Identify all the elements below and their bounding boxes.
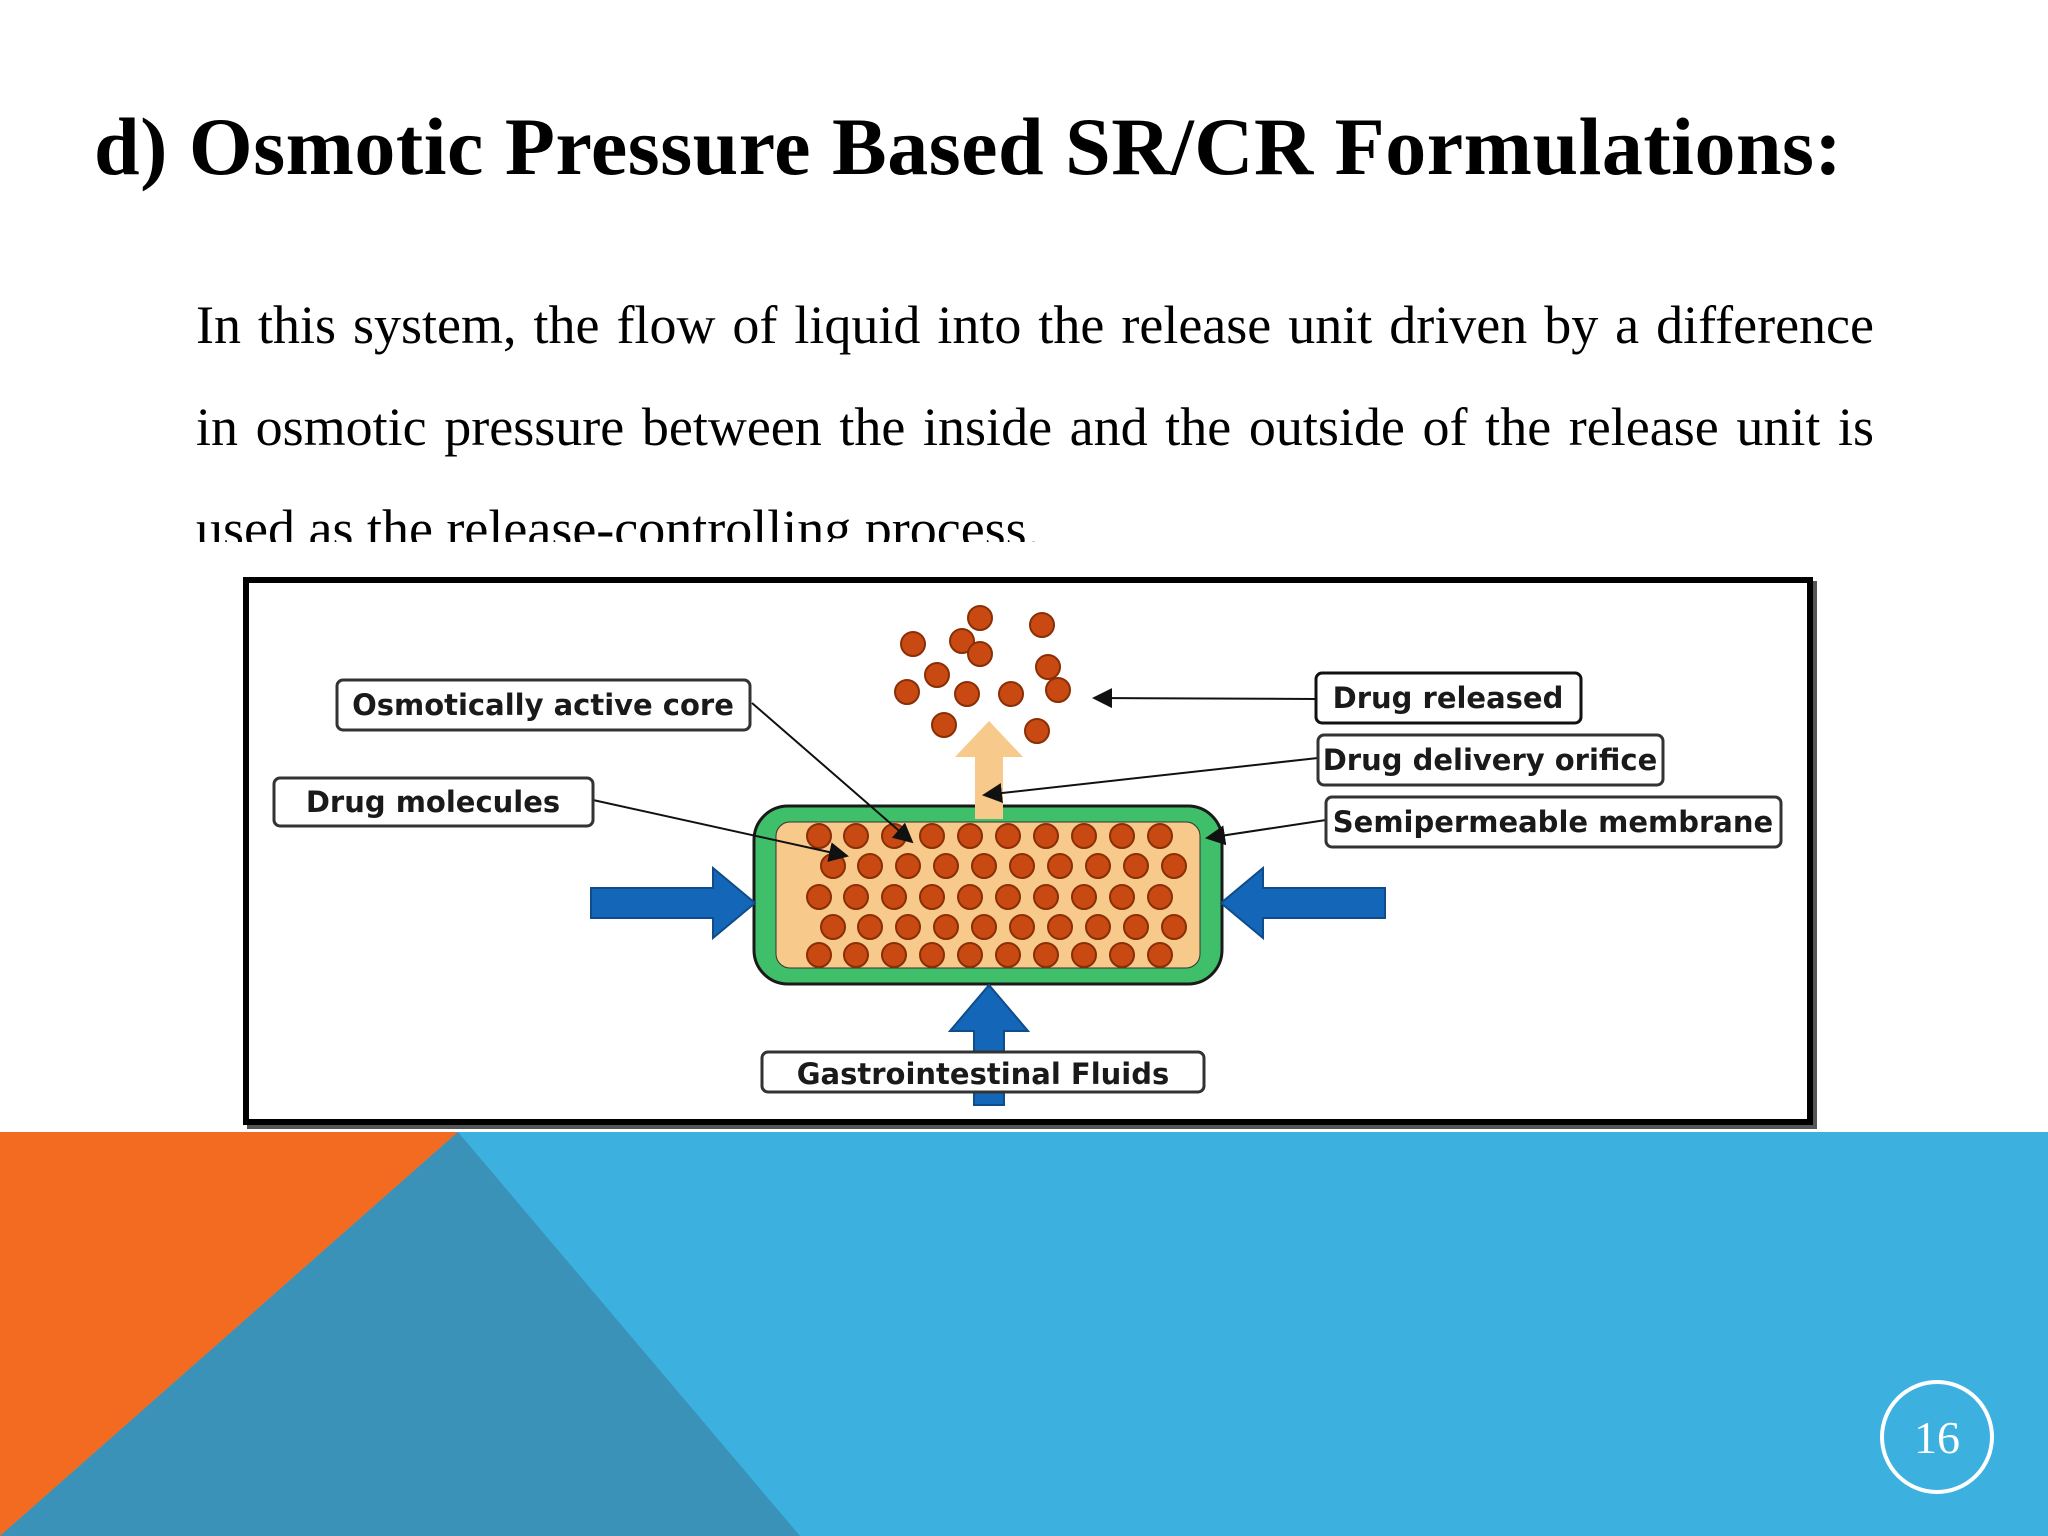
drug-molecule (1009, 853, 1035, 879)
drug-molecule (1045, 677, 1071, 703)
label-osmotic-core-text: Osmotically active core (352, 688, 734, 722)
drug-molecule (857, 853, 883, 879)
drug-molecule (806, 884, 832, 910)
osmotic-core-shape (775, 821, 1201, 969)
drug-molecule (1033, 942, 1059, 968)
drug-molecule (971, 914, 997, 940)
leader-drug-molecules (592, 799, 849, 862)
drug-molecule (820, 914, 846, 940)
drug-molecule (1085, 914, 1111, 940)
drug-molecule (1071, 942, 1097, 968)
drug-molecule (919, 884, 945, 910)
label-membrane-text: Semipermeable membrane (1333, 805, 1773, 839)
drug-molecule (957, 823, 983, 849)
drug-molecule (971, 853, 997, 879)
drug-molecule (806, 823, 832, 849)
label-drug-molecules-text: Drug molecules (306, 785, 560, 819)
drug-molecule (954, 681, 980, 707)
drug-molecule (1071, 823, 1097, 849)
drug-molecule (998, 681, 1024, 707)
body-paragraph: In this system, the flow of liquid into … (196, 295, 1874, 542)
slide-title: d) Osmotic Pressure Based SR/CR Formulat… (94, 101, 1843, 192)
drug-molecule (995, 942, 1021, 968)
drug-molecule (1109, 884, 1135, 910)
drug-molecule (1009, 914, 1035, 940)
drug-molecule (900, 631, 926, 657)
drug-molecule (1047, 914, 1073, 940)
drug-molecule (967, 605, 993, 631)
drug-molecule (1161, 914, 1187, 940)
drug-molecule (1123, 853, 1149, 879)
drug-molecule (895, 853, 921, 879)
footer-band (0, 1132, 2048, 1536)
drug-release-arrow (955, 721, 1023, 819)
drug-molecule (967, 641, 993, 667)
drug-molecule (1071, 884, 1097, 910)
drug-molecule (1109, 823, 1135, 849)
label-delivery-orifice: Drug delivery orifice (1316, 733, 1665, 787)
left-fluid-arrow (590, 865, 757, 941)
right-fluid-arrow (1219, 865, 1386, 941)
drug-molecule (1147, 823, 1173, 849)
drug-molecule (1029, 612, 1055, 638)
drug-molecule (843, 942, 869, 968)
leader-drug-released (1092, 688, 1317, 709)
label-drug-molecules: Drug molecules (272, 776, 595, 828)
drug-molecule (1033, 884, 1059, 910)
drug-molecule (933, 914, 959, 940)
drug-molecule (919, 823, 945, 849)
osmotic-system-diagram: Osmotically active core Drug molecules D… (243, 577, 1813, 1125)
drug-molecule (843, 823, 869, 849)
footer-steel-triangle (0, 1132, 800, 1536)
drug-molecule (1161, 853, 1187, 879)
drug-molecule (1085, 853, 1111, 879)
drug-molecule (843, 884, 869, 910)
diagram-canvas: Osmotically active core Drug molecules D… (272, 605, 1783, 1106)
page-number: 16 (1914, 1411, 1960, 1463)
drug-molecule (1035, 654, 1061, 680)
drug-molecule (1123, 914, 1149, 940)
drug-molecule (933, 853, 959, 879)
drug-molecule (919, 942, 945, 968)
drug-molecule (820, 853, 846, 879)
label-membrane: Semipermeable membrane (1324, 795, 1783, 849)
drug-molecule (1147, 942, 1173, 968)
drug-molecule (1109, 942, 1135, 968)
label-gi-fluids-text: Gastrointestinal Fluids (797, 1057, 1170, 1091)
core-drug-molecules (806, 823, 1187, 968)
label-drug-released-text: Drug released (1333, 681, 1564, 715)
drug-molecule (995, 823, 1021, 849)
drug-molecule (1033, 823, 1059, 849)
drug-molecule (924, 662, 950, 688)
drug-molecule (894, 679, 920, 705)
drug-molecule (931, 712, 957, 738)
drug-molecule (1024, 718, 1050, 744)
drug-molecule (881, 884, 907, 910)
drug-molecule (957, 942, 983, 968)
drug-molecule (957, 884, 983, 910)
page-number-badge: 16 (1880, 1380, 1994, 1494)
label-osmotic-core: Osmotically active core (335, 678, 752, 732)
label-drug-released: Drug released (1314, 671, 1583, 725)
drug-molecule (806, 942, 832, 968)
drug-molecule (995, 884, 1021, 910)
label-delivery-orifice-text: Drug delivery orifice (1323, 743, 1658, 777)
leader-delivery-orifice (982, 757, 1319, 803)
drug-molecule (1147, 884, 1173, 910)
leader-membrane (1205, 819, 1327, 846)
label-gi-fluids: Gastrointestinal Fluids (760, 1050, 1206, 1094)
drug-molecule (949, 628, 975, 654)
released-drug-molecules (894, 605, 1071, 744)
drug-molecule (895, 914, 921, 940)
drug-molecule (1047, 853, 1073, 879)
leader-osmotic-core (751, 702, 914, 844)
drug-molecule (857, 914, 883, 940)
drug-molecule (881, 942, 907, 968)
